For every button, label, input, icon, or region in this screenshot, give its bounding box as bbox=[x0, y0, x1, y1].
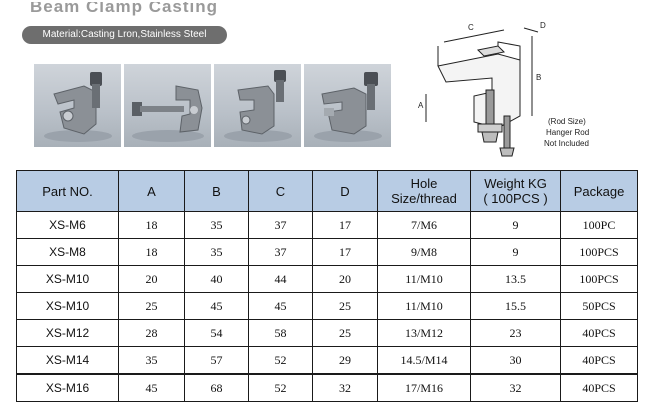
header-part-no: Part NO. bbox=[16, 170, 119, 212]
cell-weight: 13.5 bbox=[470, 265, 561, 293]
cell-hole: 13/M12 bbox=[377, 319, 471, 347]
cell-a: 35 bbox=[118, 346, 185, 375]
page-title: Beam Clamp Casting Lrong bbox=[30, 2, 220, 16]
cell-part: XS-M12 bbox=[16, 319, 119, 347]
beam-clamp-photo-4 bbox=[304, 64, 391, 147]
header-hole-line2: Size/thread bbox=[391, 191, 457, 206]
dimension-label-a: A bbox=[418, 101, 424, 110]
beam-clamp-diagram: C D A B (Rod Size) Hanger Rod Not Includ… bbox=[418, 21, 589, 157]
header-b: B bbox=[184, 170, 249, 212]
header-d: D bbox=[312, 170, 378, 212]
table-row: XS-M14 35 57 52 29 14.5/M14 30 40PCS bbox=[16, 346, 638, 375]
table-row: XS-M10 20 40 44 20 11/M10 13.5 100PCS bbox=[16, 265, 638, 293]
cell-a: 18 bbox=[118, 238, 185, 266]
header-weight-line2: ( 100PCS ) bbox=[483, 191, 548, 206]
cell-package: 40PCS bbox=[560, 346, 638, 375]
cell-b: 68 bbox=[184, 373, 249, 402]
cell-package: 40PCS bbox=[560, 373, 638, 402]
header-a: A bbox=[118, 170, 185, 212]
cell-part: XS-M8 bbox=[16, 238, 119, 266]
cell-d: 32 bbox=[312, 373, 378, 402]
cell-hole: 14.5/M14 bbox=[377, 346, 471, 375]
cell-part: XS-M6 bbox=[16, 211, 119, 239]
cell-b: 40 bbox=[184, 265, 249, 293]
cell-weight: 9 bbox=[470, 238, 561, 266]
cell-d: 17 bbox=[312, 211, 378, 239]
cell-d: 20 bbox=[312, 265, 378, 293]
cell-hole: 9/M8 bbox=[377, 238, 471, 266]
rod-note-line1: (Rod Size) bbox=[548, 117, 586, 126]
header-weight-line1: Weight KG bbox=[484, 176, 547, 191]
beam-clamp-photo-1 bbox=[34, 64, 121, 147]
cell-d: 17 bbox=[312, 238, 378, 266]
dimension-label-c: C bbox=[468, 23, 474, 32]
cell-hole: 7/M6 bbox=[377, 211, 471, 239]
table-row: XS-M12 28 54 58 25 13/M12 23 40PCS bbox=[16, 319, 638, 347]
cell-part: XS-M16 bbox=[16, 373, 119, 402]
header-weight: Weight KG( 100PCS ) bbox=[470, 170, 561, 212]
cell-weight: 9 bbox=[470, 211, 561, 239]
cell-c: 37 bbox=[248, 211, 313, 239]
cell-weight: 23 bbox=[470, 319, 561, 347]
header-hole-line1: Hole bbox=[410, 176, 438, 191]
cell-c: 44 bbox=[248, 265, 313, 293]
table-row: XS-M10 25 45 45 25 11/M10 15.5 50PCS bbox=[16, 292, 638, 320]
cell-d: 25 bbox=[312, 292, 378, 320]
header-c: C bbox=[248, 170, 313, 212]
cell-hole: 11/M10 bbox=[377, 265, 471, 293]
cell-hole: 11/M10 bbox=[377, 292, 471, 320]
cell-package: 40PCS bbox=[560, 319, 638, 347]
cell-package: 100PC bbox=[560, 211, 638, 239]
cell-a: 18 bbox=[118, 211, 185, 239]
cell-part: XS-M10 bbox=[16, 265, 119, 293]
table-row: XS-M6 18 35 37 17 7/M6 9 100PC bbox=[16, 211, 638, 239]
cell-weight: 15.5 bbox=[470, 292, 561, 320]
cell-a: 25 bbox=[118, 292, 185, 320]
beam-clamp-photo-2 bbox=[124, 64, 211, 147]
cell-b: 35 bbox=[184, 238, 249, 266]
cell-a: 45 bbox=[118, 373, 185, 402]
cell-weight: 30 bbox=[470, 346, 561, 375]
cell-hole: 17/M16 bbox=[377, 373, 471, 402]
cell-d: 25 bbox=[312, 319, 378, 347]
beam-clamp-photo-3 bbox=[214, 64, 301, 147]
rod-note-line2: Hanger Rod bbox=[546, 128, 589, 137]
dimension-label-d: D bbox=[540, 21, 546, 30]
cell-c: 58 bbox=[248, 319, 313, 347]
cell-c: 52 bbox=[248, 373, 313, 402]
product-header: Beam Clamp Casting Lrong Material:Castin… bbox=[0, 0, 659, 168]
cell-package: 100PCS bbox=[560, 265, 638, 293]
cell-c: 45 bbox=[248, 292, 313, 320]
cell-b: 57 bbox=[184, 346, 249, 375]
cell-c: 37 bbox=[248, 238, 313, 266]
cell-package: 100PCS bbox=[560, 238, 638, 266]
cell-a: 20 bbox=[118, 265, 185, 293]
cell-b: 54 bbox=[184, 319, 249, 347]
cell-b: 45 bbox=[184, 292, 249, 320]
cell-part: XS-M14 bbox=[16, 346, 119, 375]
cell-part: XS-M10 bbox=[16, 292, 119, 320]
rod-note-line3: Not Included bbox=[544, 139, 589, 148]
table-row: XS-M16 45 68 52 32 17/M16 32 40PCS bbox=[16, 373, 638, 402]
dimension-label-b: B bbox=[536, 73, 541, 82]
header-package: Package bbox=[560, 170, 638, 212]
cell-weight: 32 bbox=[470, 373, 561, 402]
table-row: XS-M8 18 35 37 17 9/M8 9 100PCS bbox=[16, 238, 638, 266]
material-badge: Material:Casting Lron,Stainless Steel bbox=[22, 26, 227, 44]
cell-b: 35 bbox=[184, 211, 249, 239]
cell-a: 28 bbox=[118, 319, 185, 347]
cell-c: 52 bbox=[248, 346, 313, 375]
cell-package: 50PCS bbox=[560, 292, 638, 320]
cell-d: 29 bbox=[312, 346, 378, 375]
